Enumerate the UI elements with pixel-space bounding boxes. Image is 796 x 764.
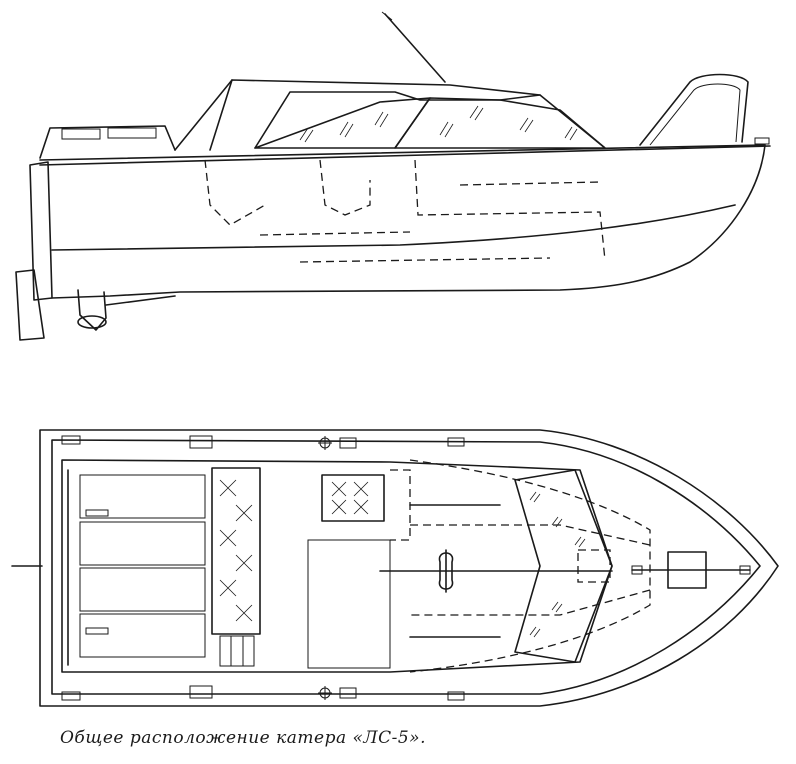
- cleat-aft-1: [85, 509, 109, 517]
- chine-line: [51, 204, 736, 251]
- plan-gunwale: [51, 439, 761, 695]
- plan-windshield: [514, 469, 613, 663]
- backrest-x-marks: [219, 479, 253, 622]
- driver-seat-marks: [331, 481, 369, 515]
- aft-seat-4: [79, 613, 206, 658]
- seat-dashed-box: [390, 469, 411, 541]
- cabin-floor: [259, 231, 411, 236]
- bow-cleat-plan: [631, 565, 643, 575]
- windshield-glass: [394, 97, 606, 149]
- antenna-tip: [381, 11, 393, 21]
- aft-seat-1: [79, 474, 206, 519]
- outboard-leg: [77, 289, 107, 331]
- bow-cleat: [754, 137, 770, 145]
- plan-windshield-hatching: [529, 491, 586, 638]
- transom: [29, 161, 53, 301]
- steering-wheel: [438, 552, 454, 590]
- driver-seat: [321, 474, 385, 522]
- backrest: [211, 467, 261, 635]
- windshield-frame: [254, 91, 541, 149]
- rudder: [15, 269, 45, 341]
- propeller: [77, 315, 107, 329]
- bow-compartment: [459, 181, 601, 186]
- tank-outline: [299, 257, 551, 263]
- cabin-frame: [174, 79, 606, 151]
- aft-seat-3: [79, 567, 206, 612]
- plan-hull-outline: [39, 429, 779, 707]
- side-view: [15, 11, 771, 341]
- shaft-bracket: [105, 295, 176, 306]
- plan-view: [11, 429, 779, 707]
- seat-outline-aft: [204, 159, 266, 226]
- bow-rail-inner: [649, 83, 741, 146]
- antenna: [384, 13, 446, 83]
- bow-berth-plan: [410, 524, 651, 546]
- aft-seat-2: [79, 521, 206, 566]
- floor-panel: [307, 539, 391, 669]
- deck-line: [39, 145, 771, 166]
- cabin-post: [209, 79, 233, 151]
- figure-caption: Общее расположение катера «ЛС-5».: [60, 728, 426, 748]
- bow-dashed-outline: [409, 459, 651, 673]
- stern-hatch-2: [107, 127, 157, 139]
- stern-hatch: [61, 128, 101, 140]
- bow-berth: [414, 159, 606, 261]
- cockpit-outline: [61, 459, 613, 673]
- cleat-aft-2: [85, 627, 109, 635]
- deck-fittings: [61, 435, 465, 701]
- console-outline: [319, 159, 371, 216]
- seat-base: [219, 635, 255, 667]
- hatch-dashed: [577, 549, 611, 583]
- bow-rail: [639, 73, 749, 146]
- hull-outline: [39, 144, 766, 299]
- bow-berth-plan-2: [410, 589, 651, 616]
- bow-eye: [739, 565, 751, 575]
- window-hatching: [299, 105, 578, 143]
- stern-deck: [39, 125, 176, 159]
